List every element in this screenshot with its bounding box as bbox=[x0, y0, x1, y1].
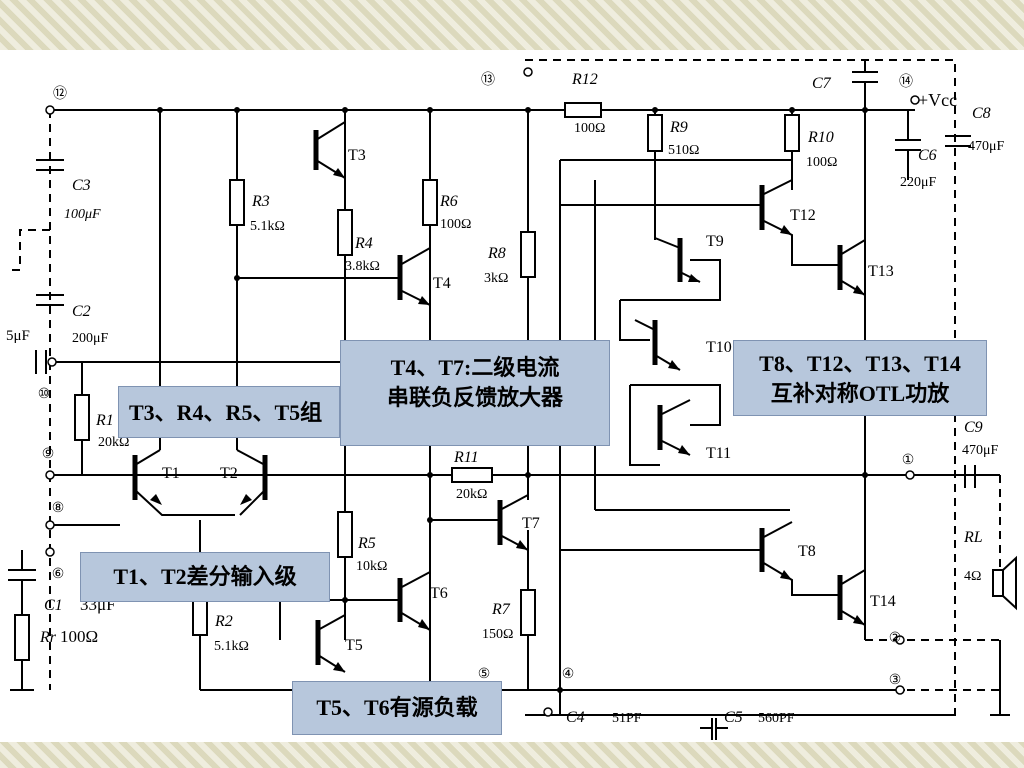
rl-name: RL bbox=[963, 529, 983, 546]
r12-value: 100Ω bbox=[574, 121, 605, 136]
callout-t3-t5-text: T3、R4、R5、T5组 bbox=[129, 400, 323, 425]
t4-label: T4 bbox=[433, 275, 451, 292]
t9-label: T9 bbox=[706, 233, 724, 250]
callout-t3-t5: T3、R4、R5、T5组 bbox=[118, 386, 340, 438]
terminal-12-label: ⑫ bbox=[53, 86, 67, 102]
r9-value: 510Ω bbox=[668, 143, 699, 158]
terminal-8-label: ⑧ bbox=[52, 501, 65, 516]
terminal-2-label: ② bbox=[889, 631, 902, 646]
t6-label: T6 bbox=[430, 585, 448, 602]
terminal-5-label: ⑤ bbox=[478, 667, 491, 682]
terminal-3-label: ③ bbox=[889, 673, 902, 688]
r4-value: 3.8kΩ bbox=[345, 259, 380, 274]
resistor-rr bbox=[14, 614, 30, 661]
callout-t8-t14-line1: T8、T12、T13、T14 bbox=[759, 351, 961, 376]
callout-t1-t2-text: T1、T2差分输入级 bbox=[113, 564, 297, 589]
r4-name: R4 bbox=[354, 235, 373, 252]
c5-name: C5 bbox=[724, 709, 743, 726]
resistor-r4 bbox=[337, 209, 353, 256]
resistor-r9 bbox=[647, 114, 663, 152]
r5-name: R5 bbox=[357, 535, 376, 552]
resistor-r5 bbox=[337, 511, 353, 558]
r1-value: 20kΩ bbox=[98, 435, 129, 450]
t12-label: T12 bbox=[790, 207, 816, 224]
resistor-r1 bbox=[74, 394, 90, 441]
r10-value: 100Ω bbox=[806, 155, 837, 170]
r3-value: 5.1kΩ bbox=[250, 219, 285, 234]
c4-value: 51PF bbox=[612, 711, 642, 726]
resistor-r6 bbox=[422, 179, 438, 226]
c3-name: C3 bbox=[72, 177, 91, 194]
terminal-14-label: ⑭ bbox=[899, 74, 913, 90]
c9-value: 470μF bbox=[962, 443, 999, 458]
r3-name: R3 bbox=[251, 193, 270, 210]
callout-t1-t2: T1、T2差分输入级 bbox=[80, 552, 330, 602]
c-5uf-label: 5μF bbox=[6, 328, 30, 344]
t8-label: T8 bbox=[798, 543, 816, 560]
r6-name: R6 bbox=[439, 193, 458, 210]
r5-value: 10kΩ bbox=[356, 559, 387, 574]
slide-top-border bbox=[0, 0, 1024, 50]
t11-label: T11 bbox=[706, 445, 731, 462]
terminal-10-label: ⑩ bbox=[38, 387, 51, 402]
callout-t5-t6: T5、T6有源负载 bbox=[292, 681, 502, 735]
r1-name: R1 bbox=[95, 412, 114, 429]
r8-value: 3kΩ bbox=[484, 271, 508, 286]
t10-label: T10 bbox=[706, 339, 732, 356]
c8-value: 470μF bbox=[968, 139, 1005, 154]
terminal-1-label: ① bbox=[902, 453, 915, 468]
c1-name: C1 bbox=[44, 597, 63, 614]
r2-name: R2 bbox=[214, 613, 233, 630]
c8-name: C8 bbox=[972, 105, 991, 122]
r11-name: R11 bbox=[453, 449, 479, 466]
t3-label: T3 bbox=[348, 147, 366, 164]
t5-label: T5 bbox=[345, 637, 363, 654]
r10-name: R10 bbox=[807, 129, 834, 146]
r7-name: R7 bbox=[491, 601, 511, 618]
resistor-r8 bbox=[520, 231, 536, 278]
slide-bottom-border bbox=[0, 742, 1024, 768]
c6-value: 220μF bbox=[900, 175, 937, 190]
callout-t8-t14: T8、T12、T13、T14 互补对称OTL功放 bbox=[733, 340, 987, 416]
callout-t4-t7-line2: 串联负反馈放大器 bbox=[386, 385, 563, 410]
resistor-r12 bbox=[564, 102, 602, 118]
r11-value: 20kΩ bbox=[456, 487, 487, 502]
rr-value: 100Ω bbox=[60, 627, 98, 646]
rl-value: 4Ω bbox=[964, 569, 981, 584]
t13-label: T13 bbox=[868, 263, 894, 280]
c3-value: 100μF bbox=[64, 207, 101, 222]
resistor-r11 bbox=[451, 467, 493, 483]
c4-name: C4 bbox=[566, 709, 585, 726]
r12-name: R12 bbox=[571, 71, 598, 88]
c6-name: C6 bbox=[918, 147, 937, 164]
resistor-r10 bbox=[784, 114, 800, 152]
r2-value: 5.1kΩ bbox=[214, 639, 249, 654]
c7-name: C7 bbox=[812, 75, 832, 92]
terminal-13-label: ⑬ bbox=[481, 72, 495, 88]
vcc-label: +Vcc bbox=[918, 90, 957, 110]
resistor-r3 bbox=[229, 179, 245, 226]
rr-name: Rr bbox=[39, 629, 57, 646]
terminal-9-label: ⑨ bbox=[42, 447, 55, 462]
callout-t5-t6-text: T5、T6有源负载 bbox=[316, 695, 478, 720]
r6-value: 100Ω bbox=[440, 217, 471, 232]
terminal-4-label: ④ bbox=[562, 667, 575, 682]
resistor-r7 bbox=[520, 589, 536, 636]
r9-name: R9 bbox=[669, 119, 688, 136]
r7-value: 150Ω bbox=[482, 627, 513, 642]
c2-name: C2 bbox=[72, 303, 91, 320]
terminal-6-label: ⑥ bbox=[52, 567, 65, 582]
c2-value: 200μF bbox=[72, 331, 109, 346]
t2-label: T2 bbox=[220, 465, 238, 482]
c5-value: 560PF bbox=[758, 711, 795, 726]
r8-name: R8 bbox=[487, 245, 506, 262]
callout-t4-t7: T4、T7:二级电流 串联负反馈放大器 bbox=[340, 340, 610, 446]
t1-label: T1 bbox=[162, 465, 180, 482]
callout-t8-t14-line2: 互补对称OTL功放 bbox=[770, 381, 950, 406]
c9-name: C9 bbox=[964, 419, 983, 436]
t14-label: T14 bbox=[870, 593, 896, 610]
callout-t4-t7-line1: T4、T7:二级电流 bbox=[390, 355, 560, 380]
t7-label: T7 bbox=[522, 515, 540, 532]
